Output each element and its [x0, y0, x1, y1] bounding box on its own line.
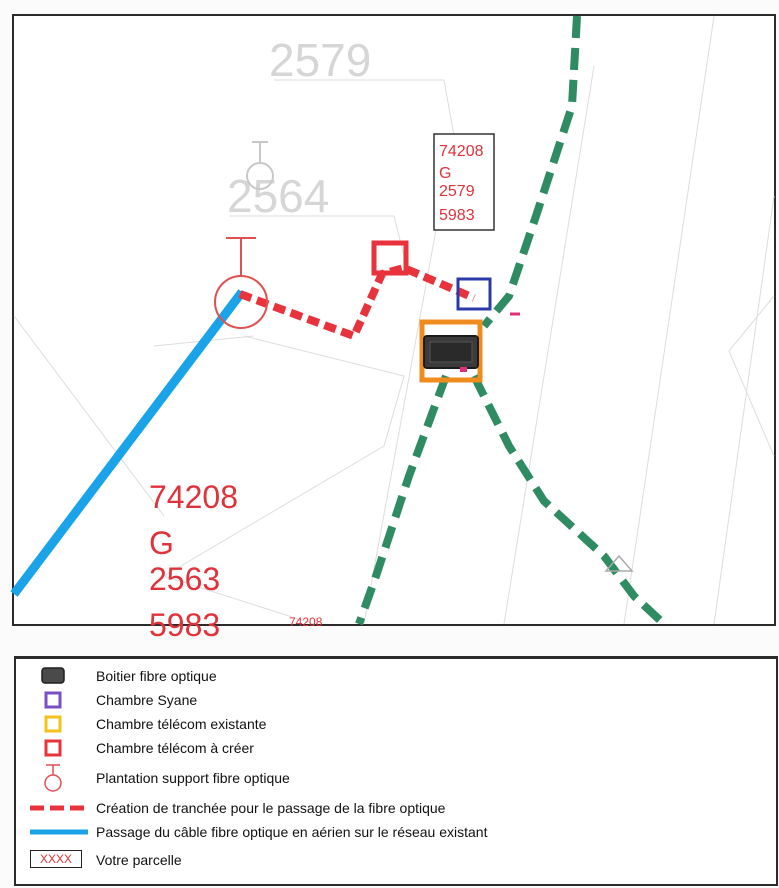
- red-dashed-line-icon: [16, 797, 92, 819]
- parcel-label-line-3: 2563: [149, 561, 220, 597]
- chamber-syane: [456, 277, 492, 311]
- legend-item-existante: Chambre télécom existante: [16, 713, 756, 735]
- parcel-box-icon: XXXX: [16, 849, 92, 871]
- chamber-to-create: [371, 240, 409, 276]
- parcel-label-cut: 74208: [289, 615, 323, 629]
- legend-item-creer: Chambre télécom à créer: [16, 737, 756, 759]
- map-frame[interactable]: 2579 2564: [10, 14, 776, 643]
- legend-item-plantation: Plantation support fibre optique: [16, 763, 756, 793]
- legend-item-boitier: Boitier fibre optique: [16, 665, 756, 687]
- yellow-square-icon: [16, 713, 92, 735]
- label-box-line-2: G: [439, 165, 451, 182]
- legend-label-boitier: Boitier fibre optique: [96, 668, 217, 684]
- legend-label-tranchee: Création de tranchée pour le passage de …: [96, 800, 446, 816]
- label-box-line-4: 5983: [439, 207, 475, 224]
- legend-item-parcelle: XXXX Votre parcelle: [16, 849, 756, 871]
- label-box-line-1: 74208: [439, 143, 484, 160]
- pole-support-red: [214, 237, 268, 329]
- legend-label-creer: Chambre télécom à créer: [96, 740, 254, 756]
- dark-box-icon: [16, 665, 92, 687]
- map-canvas: 2579 2564: [10, 15, 775, 643]
- parcel-number-2564: 2564: [227, 170, 329, 222]
- legend-label-existante: Chambre télécom existante: [96, 716, 267, 732]
- label-box-line-3: 2579: [439, 183, 475, 200]
- chamber-existing: [419, 319, 483, 383]
- trench-red: [238, 263, 476, 342]
- parcel-label-box: [433, 133, 495, 231]
- triangle-marker: [604, 554, 634, 572]
- parcel-label-line-2: G: [149, 525, 174, 561]
- legend-label-plantation: Plantation support fibre optique: [96, 770, 290, 786]
- pole-circle-icon: [16, 763, 92, 793]
- parcel-label-line-4: 5983: [149, 607, 220, 643]
- legend-label-syane: Chambre Syane: [96, 692, 198, 708]
- map-legend: Boitier fibre optique Chambre Syane Cham…: [14, 656, 778, 886]
- cadastral-lines: [13, 15, 775, 625]
- legend-item-tranchee: Création de tranchée pour le passage de …: [16, 797, 756, 819]
- purple-square-icon: [16, 689, 92, 711]
- legend-label-parcelle: Votre parcelle: [96, 852, 182, 868]
- pole-symbol-grey: [246, 141, 274, 190]
- legend-item-aerien: Passage du câble fibre optique en aérien…: [16, 821, 756, 843]
- fibre-box-screen: [429, 341, 473, 363]
- red-square-icon: [16, 737, 92, 759]
- parcel-box-sample: XXXX: [30, 850, 82, 868]
- parcel-label-line-1: 74208: [149, 479, 238, 515]
- legend-item-syane: Chambre Syane: [16, 689, 756, 711]
- parcel-number-2579: 2579: [269, 34, 371, 86]
- aerial-cable-blue: [10, 289, 246, 597]
- legend-label-aerien: Passage du câble fibre optique en aérien…: [96, 824, 488, 840]
- existing-network-green: [355, 15, 667, 627]
- fibre-box-led: [460, 367, 467, 372]
- blue-line-icon: [16, 821, 92, 843]
